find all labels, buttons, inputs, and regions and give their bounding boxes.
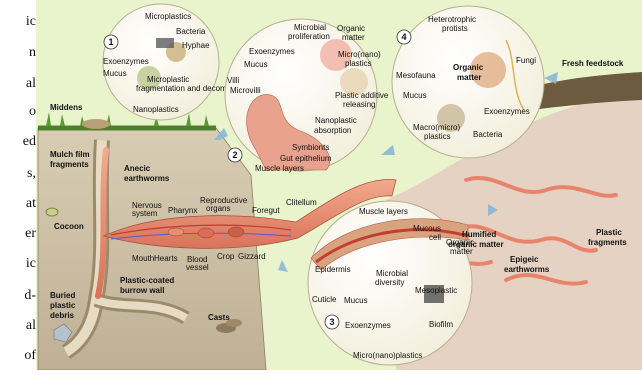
zoom-circle-3: 3 Muscle layers Mucous cell Organic matt…: [308, 201, 474, 365]
earthworm-plastic-diagram: 1 Microplastics Bacteria Hyphae Exoenzym…: [36, 0, 642, 370]
body-text-line: at: [26, 196, 36, 212]
body-text-line: s,: [27, 166, 36, 182]
figure-panel: 1 Microplastics Bacteria Hyphae Exoenzym…: [36, 0, 642, 370]
label-bacteria: Bacteria: [176, 27, 206, 36]
label-hetero-1: Heterotrophic: [428, 15, 476, 24]
label-microplastics: Microplastics: [145, 12, 191, 21]
body-text-line: al: [26, 76, 36, 92]
label-buried-3: debris: [50, 311, 75, 320]
label-anecic-2: earthworms: [124, 174, 170, 183]
label-microbial-1: Microbial: [294, 23, 326, 32]
body-text-line: n: [29, 45, 36, 61]
zoom-circle-2: 2 Microbial proliferation Organic matter…: [225, 19, 389, 173]
label-crop: Crop: [217, 252, 235, 261]
label-bacteria: Bacteria: [473, 130, 503, 139]
label-blood-2: vessel: [186, 263, 209, 272]
label-mouth: Mouth: [132, 254, 154, 263]
body-text-line: ic: [26, 256, 36, 272]
circle-number: 1: [108, 37, 113, 47]
label-clitellum: Clitellum: [286, 198, 317, 207]
label-nanoabs-1: Nanoplastic: [315, 116, 357, 125]
label-additive-1: Plastic additive: [335, 91, 389, 100]
label-micronano-plastics: Micro(nano)plastics: [353, 351, 422, 360]
label-mulch-film-1: Mulch film: [50, 150, 90, 159]
label-humified-2: organic matter: [448, 240, 504, 249]
label-micronano-2: plastics: [345, 59, 372, 68]
label-organic-1: Organic: [453, 63, 484, 72]
label-hetero-2: protists: [442, 24, 468, 33]
label-plastic-fragments-2: fragments: [588, 238, 627, 247]
label-muscle-layers: Muscle layers: [255, 164, 304, 173]
label-fragmentation-1: Microplastic: [147, 75, 189, 84]
label-symbionts: Symbionts: [292, 143, 329, 152]
label-epigeic-2: earthworms: [504, 265, 550, 274]
label-gut-epithelium: Gut epithelium: [280, 154, 332, 163]
body-text-line: al: [26, 318, 36, 334]
label-microbial-2: diversity: [375, 278, 404, 287]
label-organic-2: matter: [457, 73, 481, 82]
label-microvilli: Microvilli: [230, 86, 261, 95]
circle-number: 3: [329, 317, 334, 327]
label-plastic-coated-2: burrow wall: [120, 286, 164, 295]
label-reproductive-2: organs: [206, 204, 230, 213]
label-nanoabs-2: absorption: [314, 126, 351, 135]
label-micronano-1: Micro(nano): [338, 50, 381, 59]
label-mucus: Mucus: [344, 296, 368, 305]
label-mulch-film-2: fragments: [50, 160, 89, 169]
label-hyphae: Hyphae: [182, 41, 210, 50]
label-mucus: Mucus: [244, 60, 268, 69]
circle-number: 2: [232, 150, 237, 160]
label-microbial-1: Microbial: [376, 269, 408, 278]
label-muscle-layers: Muscle layers: [359, 207, 408, 216]
label-additive-2: releasing: [343, 100, 375, 109]
label-villi: Villi: [227, 76, 240, 85]
label-exoenzymes: Exoenzymes: [345, 321, 391, 330]
label-pharynx: Pharynx: [168, 206, 197, 215]
label-plastic-coated-1: Plastic-coated: [120, 276, 174, 285]
label-gizzard: Gizzard: [238, 252, 266, 261]
label-hearts: Hearts: [154, 254, 178, 263]
label-organic-1: Organic: [337, 24, 365, 33]
label-mucous-2: cell: [429, 233, 441, 242]
label-macro-1: Macro(micro): [413, 123, 460, 132]
body-text-line: ed: [23, 134, 36, 150]
label-middens: Middens: [50, 103, 83, 112]
body-text-line: of: [24, 348, 36, 364]
label-buried-1: Buried: [50, 291, 75, 300]
label-organic-2: matter: [342, 33, 365, 42]
label-fungi: Fungi: [516, 56, 536, 65]
label-mucus: Mucus: [103, 69, 127, 78]
circle-number: 4: [401, 32, 406, 42]
body-text-line: er: [25, 226, 36, 242]
label-exoenzymes: Exoenzymes: [249, 47, 295, 56]
label-mucus: Mucus: [403, 91, 427, 100]
label-foregut: Foregut: [252, 206, 280, 215]
label-mesofauna: Mesofauna: [396, 71, 436, 80]
label-nervous-2: system: [132, 209, 158, 218]
label-biofilm: Biofilm: [429, 320, 453, 329]
label-exoenzymes: Exoenzymes: [484, 107, 530, 116]
label-epigeic-1: Epigeic: [510, 255, 539, 264]
label-casts: Casts: [208, 313, 230, 322]
label-plastic-fragments-1: Plastic: [596, 228, 622, 237]
label-mucous-1: Mucous: [413, 224, 441, 233]
body-text-line: ic: [26, 14, 36, 30]
zoom-circle-4: 4 Heterotrophic protists Mesofauna Organ…: [392, 6, 544, 158]
body-text-line: d-: [24, 288, 36, 304]
label-nanoplastics: Nanoplastics: [133, 105, 179, 114]
body-text-line: o: [29, 104, 36, 120]
label-fresh-feedstock: Fresh feedstock: [562, 59, 624, 68]
label-macro-2: plastics: [424, 132, 451, 141]
label-cocoon: Cocoon: [54, 222, 84, 231]
label-microbial-2: proliferation: [288, 32, 330, 41]
label-exoenzymes: Exoenzymes: [103, 57, 149, 66]
label-epidermis: Epidermis: [315, 265, 351, 274]
label-buried-2: plastic: [50, 301, 76, 310]
label-mesoplastic: Mesoplastic: [415, 286, 457, 295]
label-anecic-1: Anecic: [124, 164, 151, 173]
label-humified-1: Humified: [462, 230, 496, 239]
label-cuticle: Cuticle: [312, 295, 337, 304]
body-text-strip: ic n al o ed s, at er ic d- al of: [0, 0, 36, 370]
